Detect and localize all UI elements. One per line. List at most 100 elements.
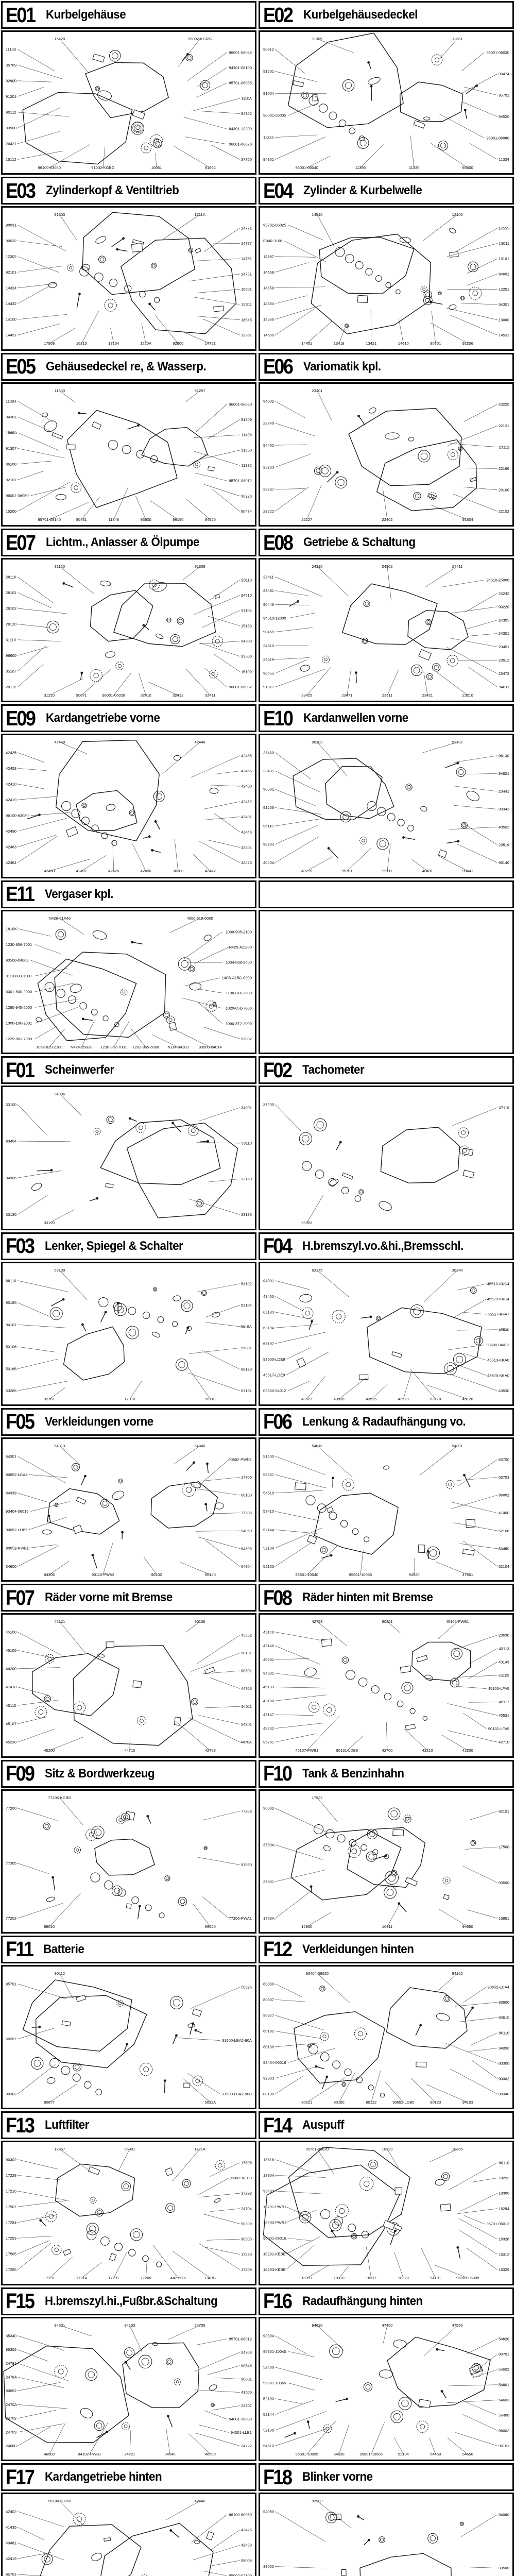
part-label: 77206-PWA1 xyxy=(229,1916,252,1921)
part-label: 13011 xyxy=(499,241,509,246)
part-label: 24301 xyxy=(499,631,509,636)
exploded-parts-diagram: 1110835769929009120190112935002442115112… xyxy=(6,37,252,170)
part-label: 90701 xyxy=(499,2352,509,2357)
section-diagram-area: 4240241435434814241995701424634241241438… xyxy=(1,2493,256,2576)
part-label: 95701-08012 xyxy=(229,2336,252,2341)
part-label: 17214 xyxy=(76,2276,87,2281)
part-label: 24080 xyxy=(6,2444,16,2448)
part-label: 18391 xyxy=(301,2276,312,2281)
part-label: 96001-06050 xyxy=(6,493,29,498)
part-label: 18294 xyxy=(499,2207,509,2211)
section-code: E04 xyxy=(263,178,294,202)
part-label: 52144 xyxy=(263,2412,274,2417)
part-label: 92900 xyxy=(173,342,183,346)
part-label: 54601 xyxy=(499,2382,509,2387)
part-label: 42463 xyxy=(6,845,16,850)
part-label: 90474 xyxy=(241,509,252,514)
part-label: 47410 xyxy=(6,1685,16,1689)
part-label: 77202 xyxy=(6,1916,16,1921)
part-label: 42423 xyxy=(241,861,252,866)
part-label: 12361 xyxy=(241,333,252,337)
part-label: 42410 xyxy=(6,782,16,787)
part-label: 0301-800-2000 xyxy=(6,989,32,994)
part-label: 24702 xyxy=(6,2416,16,2420)
part-label: 36300 xyxy=(173,869,183,874)
part-label: 45110 xyxy=(6,1703,16,1708)
part-label: 95801-10085 xyxy=(360,2452,383,2456)
part-label: 95801-10040 xyxy=(295,1572,318,1577)
part-label: 12311 xyxy=(242,302,252,307)
part-label: 13000 xyxy=(499,318,509,323)
part-label: 47400 xyxy=(499,1511,509,1515)
part-label: 90441 xyxy=(462,869,473,874)
part-label: 23451 xyxy=(499,645,509,649)
part-label: 90652 xyxy=(6,2388,16,2393)
part-label: 17255 xyxy=(6,2267,16,2272)
part-label: 96001-08016 xyxy=(263,2236,286,2241)
part-label: 50207 xyxy=(6,2037,16,2041)
part-label: 94011 xyxy=(242,1704,252,1709)
part-label: 12302 xyxy=(6,255,16,259)
part-label: 1034-888-2400 xyxy=(226,960,252,965)
part-label: 13421 xyxy=(366,342,376,346)
part-label: 96001-06030 xyxy=(486,50,509,55)
part-label: 45201 xyxy=(263,1657,274,1662)
part-label: 45520-KKC4 xyxy=(487,1297,509,1301)
part-label: 14610 xyxy=(398,342,409,346)
part-label: 42490 xyxy=(6,829,16,834)
part-label: 28102 xyxy=(6,606,16,611)
part-label: 1230-856-7001 xyxy=(6,942,32,947)
part-label: 46503 xyxy=(44,2452,55,2456)
part-label: 42464 xyxy=(6,861,16,866)
part-label: 94060 xyxy=(499,2512,509,2517)
part-label: 45230 xyxy=(6,1740,16,1744)
section-code: F07 xyxy=(6,1585,35,1609)
section-code: F08 xyxy=(263,1585,293,1609)
section-code: E09 xyxy=(6,706,36,730)
exploded-parts-diagram: 903023760A378011763A92101175009350016951… xyxy=(263,1795,509,1929)
section-title: Verkleidungen vorne xyxy=(44,1414,153,1429)
part-label: 91202 xyxy=(205,165,216,170)
part-label: 17500 xyxy=(499,1844,509,1849)
part-label: 40215 xyxy=(301,869,312,874)
part-label: 17291 xyxy=(108,2276,119,2281)
part-label: 45133 xyxy=(263,1685,274,1689)
part-label: 63183 xyxy=(263,1310,274,1314)
part-label: 45107-PWB1 xyxy=(295,1748,318,1753)
section-title: Sitz & Bordwerkzeug xyxy=(44,1766,155,1781)
part-label: 90652-LCA4 xyxy=(488,1985,509,1989)
part-label: 14100 xyxy=(6,317,16,322)
part-label: 51400 xyxy=(263,1454,274,1459)
section-title: Zylinder & Kurbelwelle xyxy=(303,183,422,198)
exploded-parts-diagram: 90912912019100496001-0603511333943019600… xyxy=(263,32,509,170)
part-label: 23425 xyxy=(301,693,312,698)
part-label: 11394 xyxy=(6,399,16,403)
exploded-parts-diagram: 2343023431905019125696110902044040A96130… xyxy=(263,740,509,874)
part-label: 89020 xyxy=(205,1924,216,1929)
exploded-parts-diagram: 9400223240944022323323237232222322022121… xyxy=(263,388,509,522)
section-title: Kardanwellen vorne xyxy=(303,711,408,725)
part-label: 28120 xyxy=(6,622,16,626)
part-label: 95801-10035 xyxy=(349,1572,372,1577)
part-label: 95801-10040 xyxy=(263,2349,286,2354)
part-label: 53285 xyxy=(6,1388,16,1393)
part-label: 60102 xyxy=(263,2029,274,2033)
part-label: 96001-06070 xyxy=(229,142,252,146)
section-code: F01 xyxy=(6,1058,35,1082)
part-label: 64304 xyxy=(241,1564,252,1569)
exploded-parts-diagram: 9405033600349069406033500349039390333650… xyxy=(263,2499,509,2576)
